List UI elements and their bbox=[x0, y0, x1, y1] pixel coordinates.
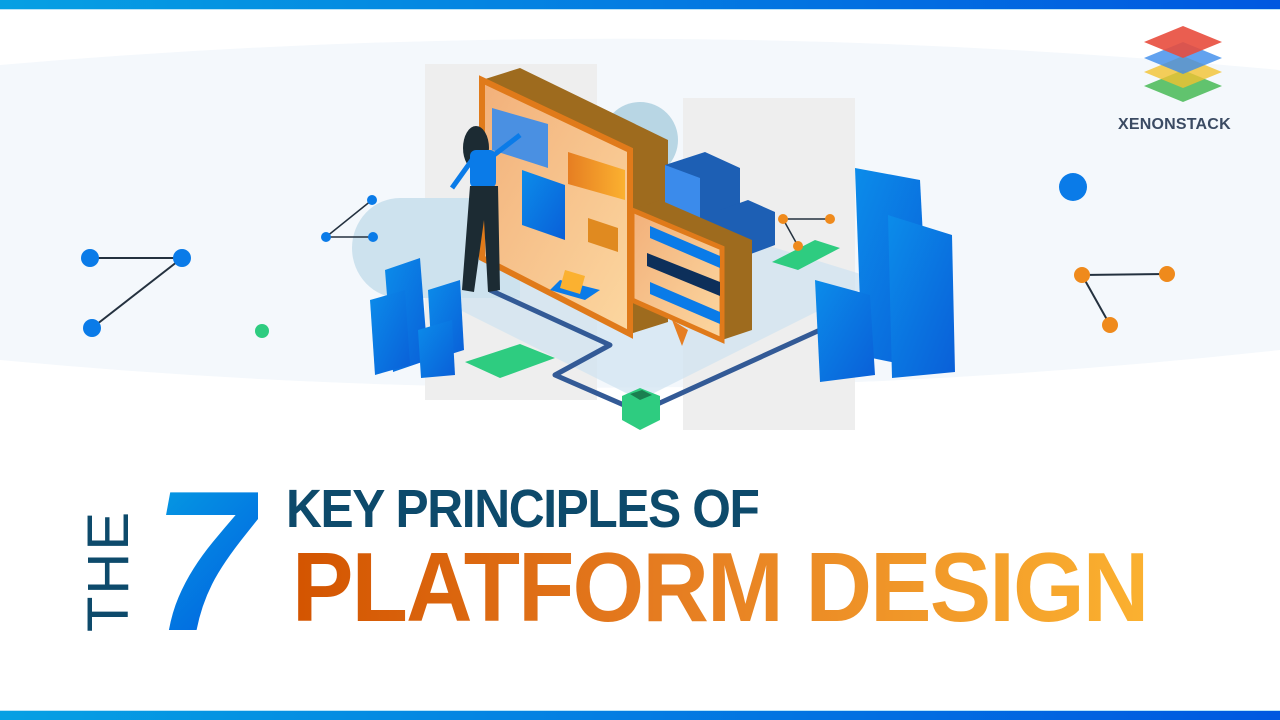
headline-line2: PLATFORM DESIGN bbox=[292, 532, 1149, 642]
green-cube-icon bbox=[622, 388, 660, 430]
brand-name: XENONSTACK bbox=[1118, 116, 1231, 133]
login-form-bubble bbox=[629, 200, 752, 346]
headline-number: 7 bbox=[152, 450, 259, 673]
monitor bbox=[479, 68, 668, 339]
blue-pillars-left bbox=[370, 258, 464, 378]
network-nodes-right bbox=[778, 173, 1175, 333]
person-figure bbox=[449, 126, 522, 292]
network-nodes-left bbox=[81, 195, 378, 338]
bottom-accent-bar bbox=[0, 710, 1280, 720]
blue-pillars-right bbox=[815, 168, 955, 382]
headline-prefix: THE bbox=[76, 510, 141, 632]
headline-line1: KEY PRINCIPLES OF bbox=[286, 479, 760, 539]
top-accent-bar bbox=[0, 0, 1280, 10]
